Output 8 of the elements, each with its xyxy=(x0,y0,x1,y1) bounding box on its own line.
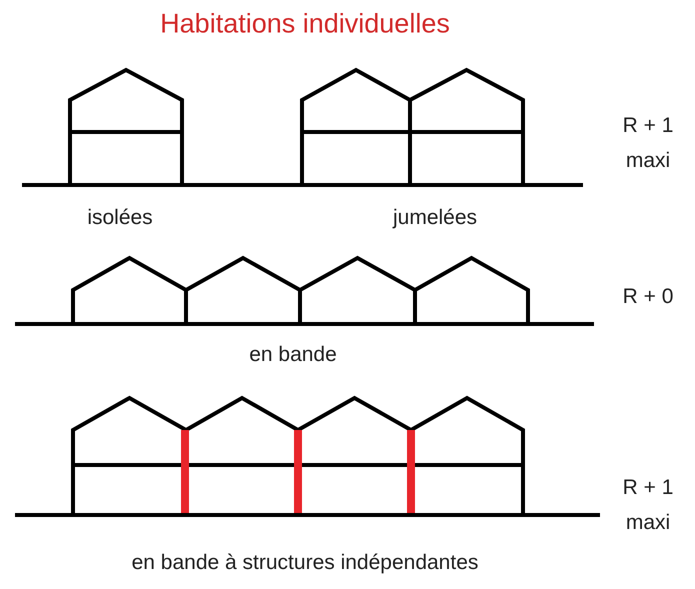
caption: isolées xyxy=(87,206,153,230)
level-label: R + 1 maxi xyxy=(622,475,674,536)
title: Habitations individuelles xyxy=(160,8,450,40)
caption: en bande à structures indépendantes xyxy=(132,551,478,575)
level-label: R + 0 xyxy=(622,285,674,309)
caption: en bande xyxy=(249,343,337,367)
caption: jumelées xyxy=(392,206,478,230)
level-label: R + 1 maxi xyxy=(622,113,674,174)
